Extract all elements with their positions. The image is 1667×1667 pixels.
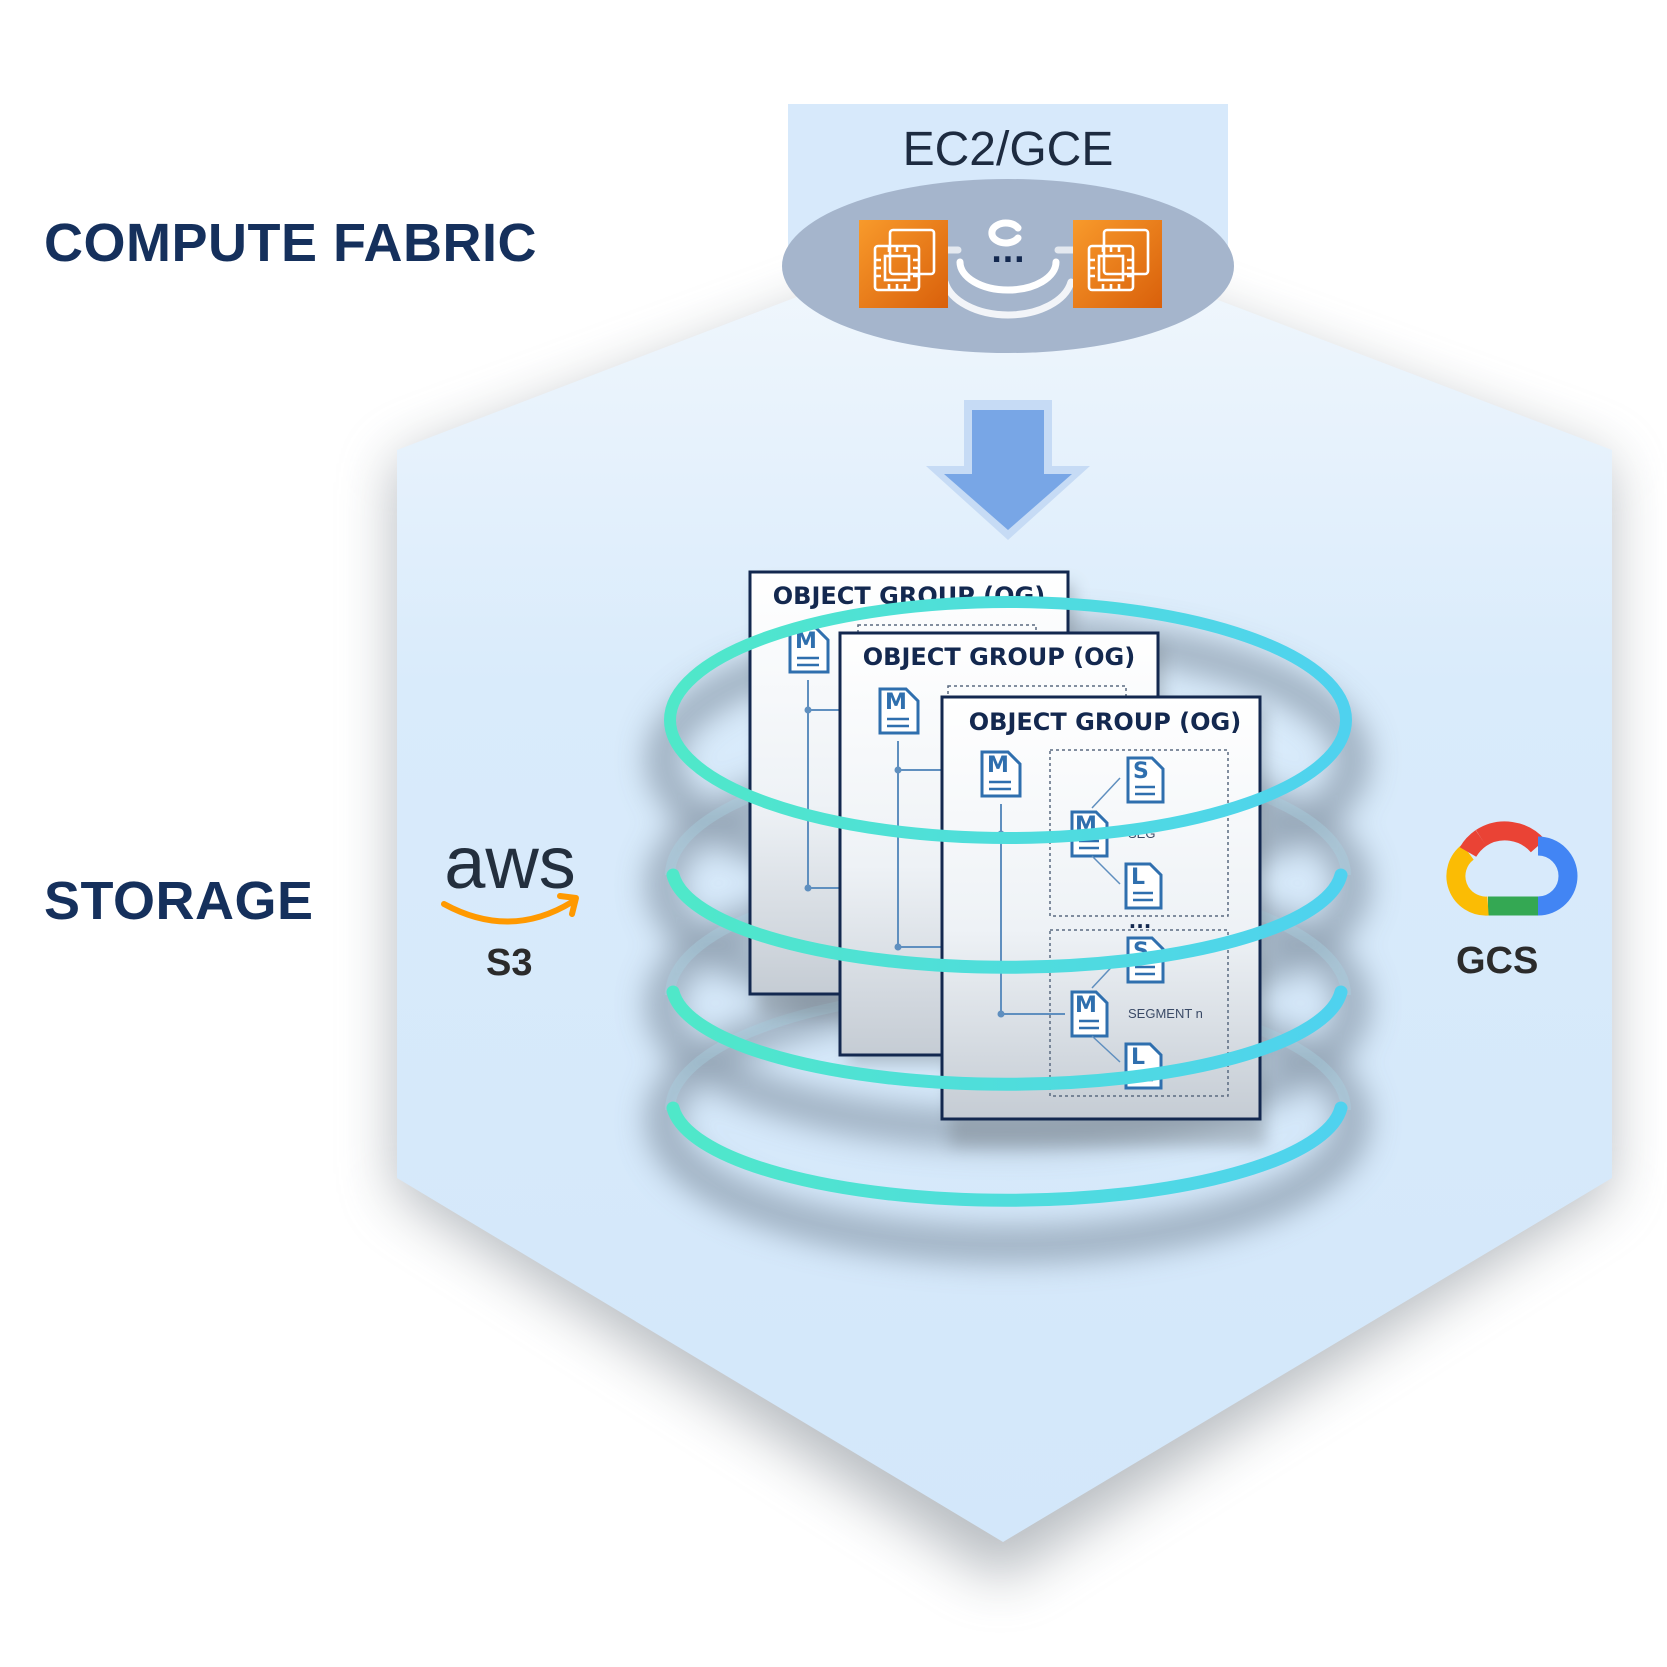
doc-letter: S	[1133, 759, 1149, 784]
google-cloud-logo-icon	[1446, 821, 1578, 916]
doc-letter: M	[987, 753, 1009, 778]
doc-letter: M	[795, 629, 817, 654]
doc-letter: M	[885, 690, 907, 715]
s3-label: S3	[486, 942, 533, 984]
aws-logo-icon: aws	[441, 821, 579, 925]
doc-letter: L	[1131, 865, 1145, 890]
storage-ring-top	[664, 596, 1352, 844]
compute-service-label: EC2/GCE	[902, 123, 1114, 176]
storage-title: STORAGE	[44, 871, 314, 931]
segment-box	[1049, 929, 1229, 1097]
segment-label: SEGMENT n	[1128, 1006, 1203, 1021]
segment-document-icon: S	[1126, 756, 1165, 804]
manifest-document-icon: M	[788, 626, 830, 674]
object-group-title: OBJECT GROUP (OG)	[969, 708, 1241, 736]
doc-letter: L	[1131, 1045, 1145, 1070]
compute-ellipsis: ...	[991, 235, 1025, 270]
aws-wordmark: aws	[444, 821, 576, 904]
manifest-document-icon: M	[1070, 990, 1109, 1038]
down-arrow-icon	[926, 400, 1090, 540]
object-group-card: OBJECT GROUP (OG) M S M	[940, 695, 1262, 1121]
doc-letter: M	[1075, 993, 1097, 1018]
compute-fabric-title: COMPUTE FABRIC	[44, 213, 537, 273]
ec2-instance-icon	[1073, 220, 1162, 308]
object-group-title: OBJECT GROUP (OG)	[863, 643, 1135, 671]
gcs-label: GCS	[1456, 940, 1539, 982]
manifest-document-icon: M	[878, 687, 920, 735]
storage-rings	[666, 868, 1348, 1207]
segment-box	[1049, 749, 1229, 917]
storage-ring	[666, 1101, 1348, 1207]
ec2-instance-icon	[859, 220, 948, 308]
manifest-document-icon: M	[980, 750, 1022, 798]
storage-ring	[666, 868, 1348, 974]
segment-dots: ...	[1129, 909, 1152, 933]
log-document-icon: L	[1124, 862, 1163, 910]
storage-ring	[666, 985, 1348, 1091]
